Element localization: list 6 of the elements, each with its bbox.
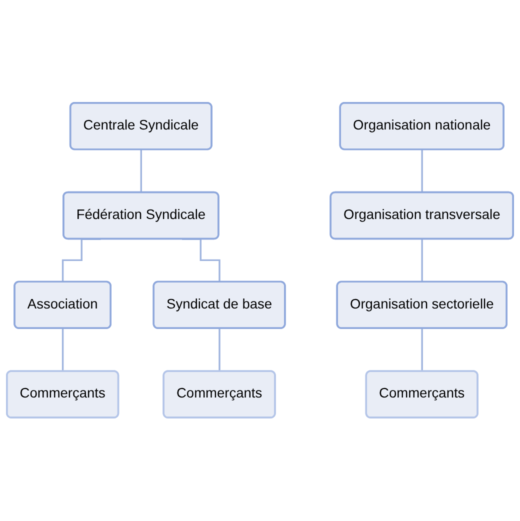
connector [421, 238, 424, 284]
connector [218, 328, 221, 373]
connector [421, 149, 424, 194]
connector [62, 328, 64, 373]
connector [140, 149, 142, 194]
connector [421, 328, 424, 373]
